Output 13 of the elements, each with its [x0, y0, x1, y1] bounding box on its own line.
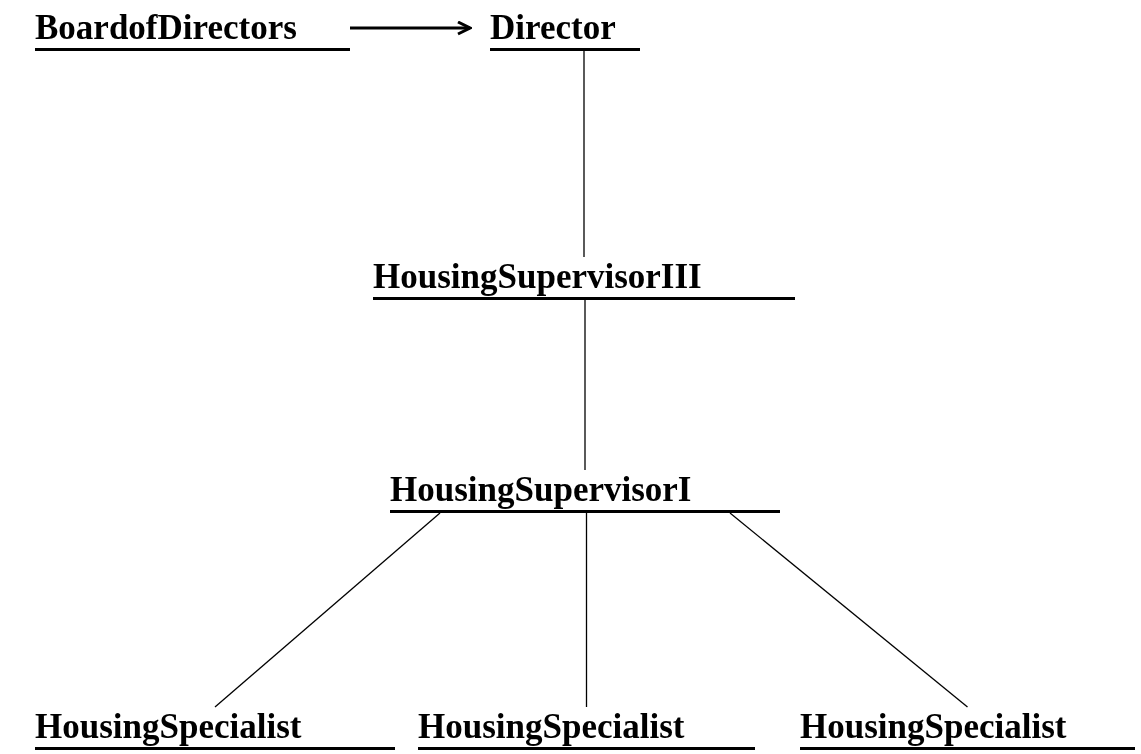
connector-line: [729, 512, 969, 708]
connector-line: [584, 299, 586, 471]
role-label: HousingSpecialist: [35, 707, 395, 750]
connector-line: [214, 512, 441, 708]
role-label: HousingSpecialist: [418, 707, 755, 750]
arrow: [350, 20, 472, 36]
role-label: HousingSupervisorI: [390, 470, 780, 513]
role-label: HousingSupervisorIII: [373, 257, 795, 300]
role-label: BoardofDirectors: [35, 8, 350, 51]
role-label: Director: [490, 8, 640, 51]
connector-line: [583, 50, 585, 258]
connector-line: [585, 512, 588, 708]
role-label: HousingSpecialist: [800, 707, 1135, 750]
